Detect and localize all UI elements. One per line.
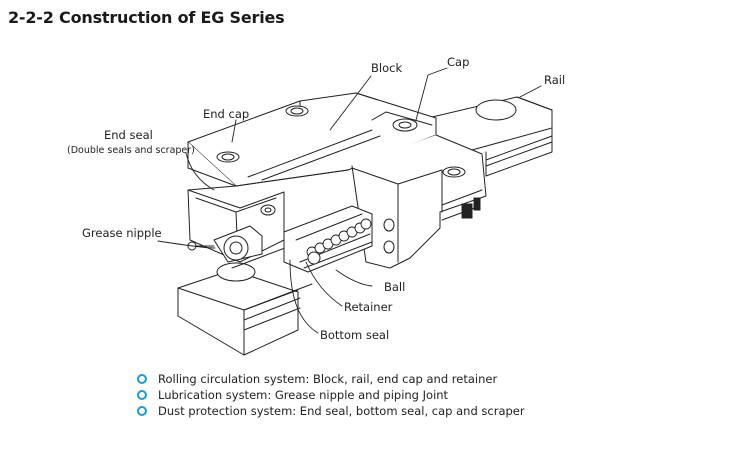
list-item: Lubrication system: Grease nipple and pi… bbox=[137, 387, 525, 403]
system-list: Rolling circulation system: Block, rail,… bbox=[137, 371, 525, 419]
list-item-text: Lubrication system: Grease nipple and pi… bbox=[158, 388, 449, 402]
circle-outline-icon bbox=[137, 390, 147, 400]
label-rail: Rail bbox=[544, 73, 566, 87]
list-item-text: Dust protection system: End seal, bottom… bbox=[158, 404, 525, 418]
label-cap: Cap bbox=[447, 55, 470, 69]
label-end-seal-note: (Double seals and scraper) bbox=[67, 145, 195, 156]
label-end-seal: End seal bbox=[104, 128, 153, 142]
list-item-text: Rolling circulation system: Block, rail,… bbox=[158, 372, 498, 386]
page-title: 2-2-2 Construction of EG Series bbox=[8, 8, 285, 27]
ball-retainer bbox=[283, 205, 373, 273]
label-ball: Ball bbox=[384, 280, 406, 294]
label-bottom-seal: Bottom seal bbox=[320, 328, 390, 342]
block-body bbox=[187, 92, 487, 269]
list-item: Rolling circulation system: Block, rail,… bbox=[137, 371, 525, 387]
list-item: Dust protection system: End seal, bottom… bbox=[137, 403, 525, 419]
label-block: Block bbox=[371, 61, 403, 75]
label-grease-nipple: Grease nipple bbox=[82, 226, 162, 240]
rail-back bbox=[427, 96, 553, 177]
circle-outline-icon bbox=[137, 406, 147, 416]
circle-outline-icon bbox=[137, 374, 147, 384]
leader-lines bbox=[157, 67, 542, 334]
grease-nipple bbox=[187, 225, 263, 263]
label-end-cap: End cap bbox=[203, 107, 250, 121]
label-retainer: Retainer bbox=[344, 300, 393, 314]
